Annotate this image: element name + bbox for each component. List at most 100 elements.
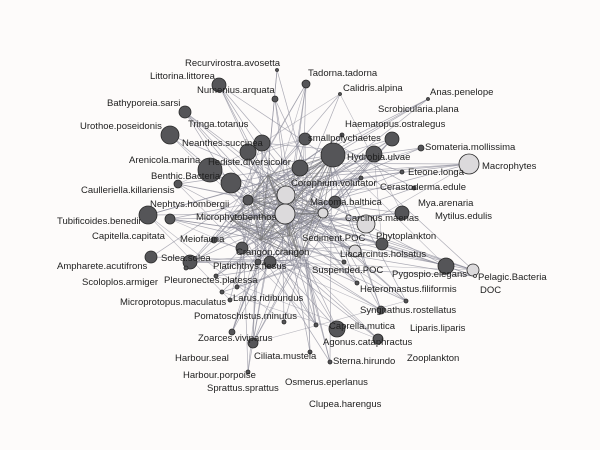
node-haematopus-ostralegus <box>339 132 345 138</box>
node-label: Agonus.cataphractus <box>323 337 413 348</box>
food-web-edge <box>259 235 291 241</box>
food-web-edge <box>239 222 407 302</box>
node-label: Ciliata.mustela <box>254 351 317 362</box>
node-anas-penelope <box>426 97 430 101</box>
node-caprella-mutica <box>376 305 386 315</box>
node-label: Zooplankton <box>407 353 459 364</box>
node-sterna-hirundo <box>328 320 346 338</box>
food-web-edge <box>227 147 422 229</box>
food-web-edge <box>269 177 362 263</box>
food-web-edge <box>209 138 306 171</box>
node-label: Pygospio.elegans <box>392 269 467 280</box>
node-suspended-poc <box>348 244 362 258</box>
node-smallpolychaetes <box>298 132 312 146</box>
food-web-edge <box>304 138 311 353</box>
food-web-edge <box>365 163 470 225</box>
node-cerastoderma-edule <box>358 175 364 181</box>
node-label: Corophium.volutator <box>291 178 377 189</box>
node-harbour-porpoise <box>247 337 259 349</box>
food-web-edge <box>215 275 379 340</box>
node-ampharete-acutifrons <box>182 254 198 270</box>
node-label: Cerastoderma.edule <box>380 182 466 193</box>
node-capitella-capitata <box>164 213 176 225</box>
node-hydrobia-ulvae <box>365 145 383 163</box>
node-label: Hediste.diversicolor <box>208 157 291 168</box>
node-label: Microphytobenthos <box>196 212 277 223</box>
food-web-edge <box>263 201 336 231</box>
node-platichthys-flesus <box>254 258 262 266</box>
node-phytoplankton <box>356 214 376 234</box>
node-pomatoschistus-minutus <box>234 284 240 290</box>
node-label: DOC <box>480 285 501 296</box>
node-macrophytes <box>458 153 480 175</box>
food-web-edge <box>287 93 341 223</box>
food-web-edge <box>295 187 415 230</box>
node-label: Platichthys.flesus <box>213 261 287 272</box>
food-web-edge <box>169 215 333 220</box>
food-web-edge <box>259 239 301 259</box>
node-label: Neanthes.succinea <box>182 138 264 149</box>
food-web-edge <box>289 212 324 237</box>
node-label: Ampharete.acutifrons <box>57 261 148 272</box>
food-web-edge <box>249 154 334 201</box>
food-web-edge <box>332 154 447 267</box>
food-web-edge <box>299 212 324 259</box>
node-label: Liparis.liparis <box>410 323 466 334</box>
node-mya-arenaria <box>411 185 417 191</box>
node-label: Osmerus.eperlanus <box>285 377 368 388</box>
food-web-edge <box>233 225 345 263</box>
food-web-edge <box>259 212 324 241</box>
food-web-edge <box>343 261 407 302</box>
node-tubificoides-benedii <box>138 205 158 225</box>
node-urothoe-poseidonis <box>160 125 180 145</box>
food-web-edge <box>258 177 362 193</box>
food-web-edge <box>230 162 337 184</box>
food-web-edge <box>259 174 269 241</box>
node-crangon-crangon <box>263 255 277 269</box>
node-label: Hydrobia.ulvae <box>347 152 410 163</box>
food-web-edge <box>331 163 470 165</box>
node-heteromastus-filiformis <box>341 259 347 265</box>
node-label: Suspended.POC <box>312 265 383 276</box>
node-label: Meiofauna <box>180 234 225 245</box>
node-label: Nephtys.hombergii <box>150 199 229 210</box>
node-label: Larus.ridibundus <box>233 293 303 304</box>
node-label: Capitella.capitata <box>92 231 166 242</box>
food-web-edge <box>312 171 403 208</box>
node-corophium-volutator <box>320 142 346 168</box>
food-web-edge <box>252 220 276 344</box>
food-web-edge <box>231 83 307 333</box>
food-web-edge <box>307 261 317 326</box>
food-web-edge <box>189 251 307 263</box>
node-label: Clupea.harengus <box>309 399 382 410</box>
node-label: Calidris.alpina <box>343 83 403 94</box>
node-label: Pomatoschistus.minutus <box>194 311 297 322</box>
node-label: Liocarcinus.holsatus <box>340 249 426 260</box>
node-sediment-poc <box>317 207 329 219</box>
food-web-edge <box>257 237 317 326</box>
food-web-edge <box>284 154 334 215</box>
node-scoloplos-armiger <box>183 265 189 271</box>
node-macoma-balthica <box>291 159 309 177</box>
node-agonus-cataphractus <box>313 322 319 328</box>
food-web-edge <box>324 153 382 311</box>
node-label: Arenicola.marina <box>129 155 201 166</box>
food-web-edge <box>223 218 379 340</box>
food-web-edge <box>291 258 382 311</box>
node-pleuronectes-platessa <box>235 241 249 255</box>
node-label: Sprattus.sprattus <box>207 383 279 394</box>
node-larus-ridibundus <box>219 289 225 295</box>
food-web-edge <box>283 145 338 323</box>
node-caulleriella-killariensis <box>173 179 183 189</box>
node-label: Somateria.mollissima <box>425 142 516 153</box>
food-web-edge <box>304 257 331 363</box>
food-web-edge <box>215 151 330 277</box>
node-label: Scrobicularia.plana <box>378 104 460 115</box>
food-web-edge <box>185 171 269 269</box>
food-web-edge <box>266 172 447 267</box>
node-pelagic-bacteria <box>466 263 480 277</box>
node-label: Harbour.porpoise <box>183 370 256 381</box>
node-clupea-harengus <box>327 359 333 365</box>
food-web-edge <box>267 174 324 214</box>
